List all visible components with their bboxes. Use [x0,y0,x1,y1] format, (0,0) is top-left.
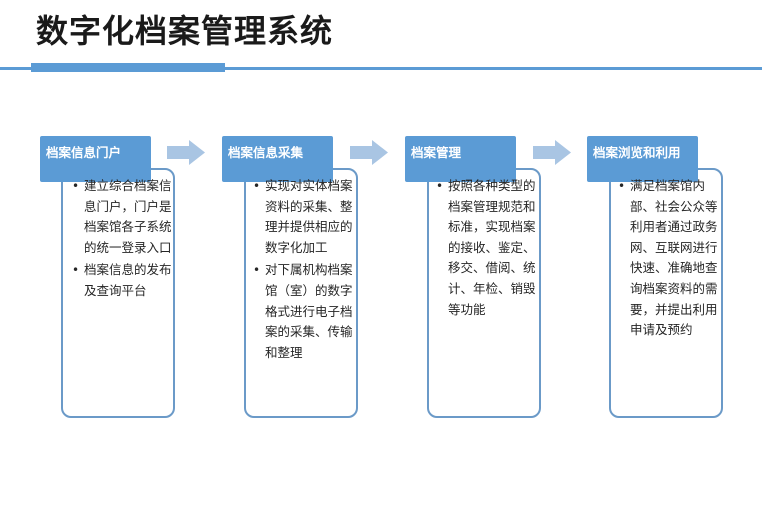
stage-bullets-management: •按照各种类型的档案管理规范和标准，实现档案的接收、鉴定、移交、借阅、统计、年检… [436,176,538,322]
stage-header-collection: 档案信息采集 [222,136,333,182]
list-item: •满足档案馆内部、社会公众等利用者通过政务网、互联网进行快速、准确地查询档案资料… [618,178,718,338]
list-item: •建立综合档案信息门户，门户是档案馆各子系统的统一登录入口 [72,178,172,255]
stage-header-management: 档案管理 [405,136,516,182]
bullet-icon: • [253,263,261,278]
bullet-icon: • [436,179,444,193]
title-underline [0,67,762,70]
arrow-right-icon [350,140,388,165]
stage-header-browse: 档案浏览和利用 [587,136,698,182]
arrow-right-icon [167,140,205,165]
stage-bullets-portal: •建立综合档案信息门户，门户是档案馆各子系统的统一登录入口 •档案信息的发布及查… [72,176,174,304]
title-accent-bar [31,63,225,72]
list-item: •实现对实体档案资料的采集、整理并提供相应的数字化加工 [253,178,353,255]
list-item: •对下属机构档案馆（室）的数字格式进行电子档案的采集、传输和整理 [253,262,353,360]
bullet-icon: • [253,179,261,193]
arrow-right-icon [533,140,571,165]
bullet-icon: • [72,263,80,278]
list-item: •按照各种类型的档案管理规范和标准，实现档案的接收、鉴定、移交、借阅、统计、年检… [436,178,536,317]
bullet-icon: • [72,179,80,193]
stage-card-portal [61,168,175,418]
stage-bullets-collection: •实现对实体档案资料的采集、整理并提供相应的数字化加工 •对下属机构档案馆（室）… [253,176,355,365]
page-title: 数字化档案管理系统 [36,12,334,50]
list-item: •档案信息的发布及查询平台 [72,262,172,298]
stage-card-management [427,168,541,418]
stage-bullets-browse: •满足档案馆内部、社会公众等利用者通过政务网、互联网进行快速、准确地查询档案资料… [618,176,720,343]
stage-header-portal: 档案信息门户 [40,136,151,182]
bullet-icon: • [618,179,626,193]
